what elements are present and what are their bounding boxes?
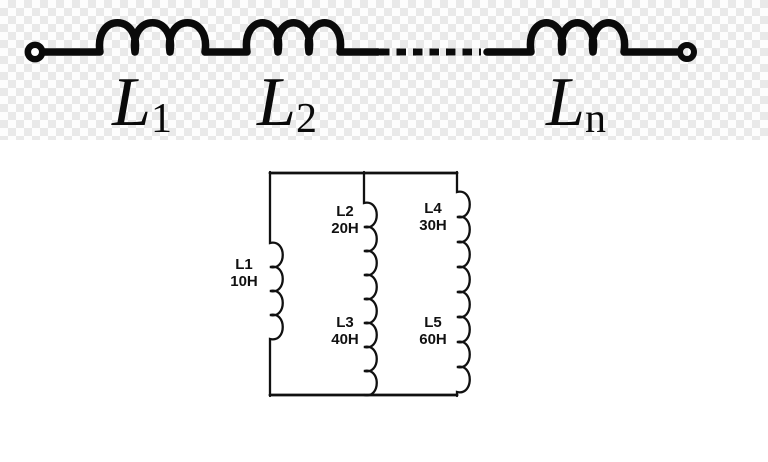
parallel-inductor-circuit: [268, 170, 471, 398]
inductor-value: 60H: [419, 331, 447, 348]
inductor-name: L3: [336, 314, 354, 331]
parallel-label-L4: L4 30H: [401, 200, 465, 234]
series-label-L2-symbol: L: [257, 64, 296, 141]
terminal-left-icon: [24, 41, 46, 63]
parallel-label-L5: L5 60H: [401, 314, 465, 348]
series-label-L1: L1: [112, 68, 172, 142]
series-label-L2: L2: [257, 68, 317, 142]
series-label-L2-subscript: 2: [295, 96, 317, 142]
series-inductor-circuit: [24, 19, 697, 63]
inductor-name: L1: [235, 256, 253, 273]
inductor-value: 40H: [331, 331, 359, 348]
inductor-value: 30H: [419, 217, 447, 234]
series-label-Ln-subscript: n: [584, 96, 606, 142]
series-wire-left-coils: [41, 19, 382, 56]
branch-L1: [268, 170, 284, 398]
terminal-right-icon: [677, 42, 697, 62]
inductor-value: 10H: [230, 273, 258, 290]
inductor-value: 20H: [331, 220, 359, 237]
parallel-label-L2: L2 20H: [313, 203, 377, 237]
inductor-name: L5: [424, 314, 442, 331]
series-label-L1-symbol: L: [112, 64, 151, 141]
inductor-name: L2: [336, 203, 354, 220]
series-label-Ln-symbol: L: [546, 64, 585, 141]
series-label-Ln: Ln: [546, 68, 606, 142]
parallel-label-L3: L3 40H: [313, 314, 377, 348]
series-label-L1-subscript: 1: [150, 96, 172, 142]
series-wire-right-coil: [483, 19, 681, 56]
parallel-label-L1: L1 10H: [212, 256, 276, 290]
branch-L2-L3: [362, 170, 378, 397]
branch-L4-L5: [455, 170, 471, 398]
inductor-name: L4: [424, 200, 442, 217]
